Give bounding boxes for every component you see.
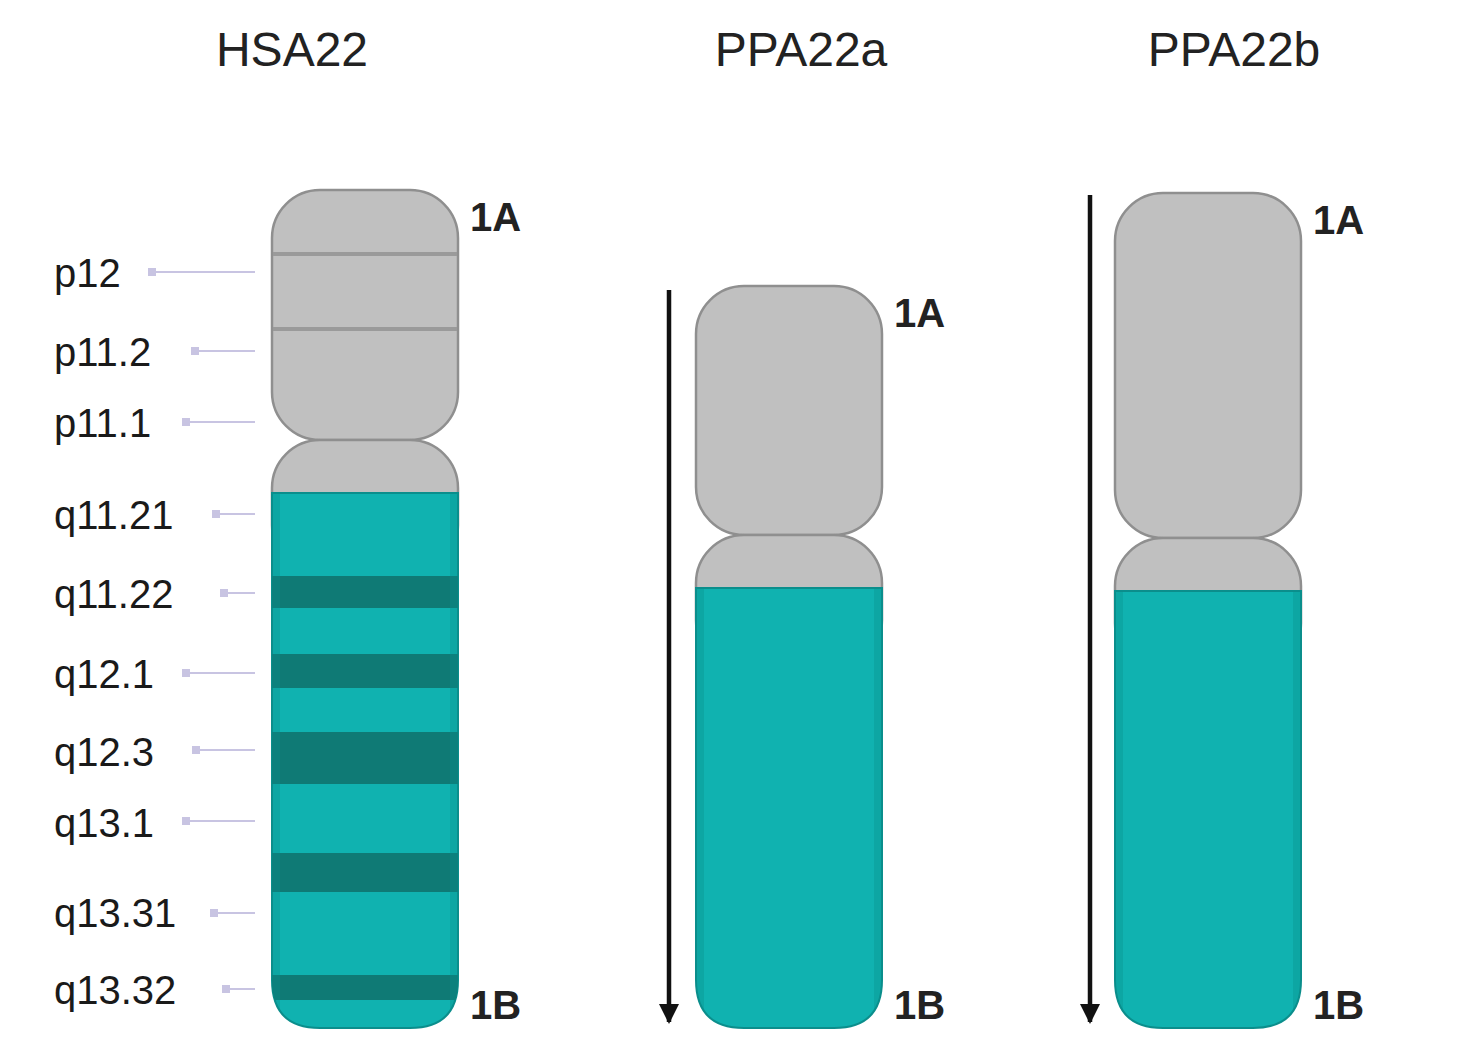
p-arm (1115, 193, 1301, 538)
chromosome-shape (676, 0, 902, 1063)
dark-band (272, 576, 458, 608)
leader-line (186, 672, 255, 674)
leader-lines (148, 268, 255, 993)
chromosome-title: PPA22b (1148, 26, 1321, 74)
chromosome: PPA22b1A1B (1095, 0, 1321, 1063)
band-label: q13.1 (54, 803, 154, 843)
leader-line (214, 912, 255, 914)
leader-line (186, 421, 255, 423)
chromosome: HSA221A1B (252, 0, 478, 1063)
arm-end-label: 1B (1313, 985, 1364, 1025)
leader-line (216, 513, 255, 515)
band-boundary (273, 327, 457, 331)
band-boundary (273, 252, 457, 256)
leader-line (196, 749, 255, 751)
leader-marker (220, 589, 228, 597)
shading (1115, 591, 1123, 1028)
band-label: q13.32 (54, 970, 176, 1010)
q-arm (272, 493, 458, 1028)
band-label: q13.31 (54, 893, 176, 933)
shading (1293, 591, 1301, 1028)
dark-band (272, 975, 458, 1000)
p-arm (696, 286, 882, 535)
chromosome-title: HSA22 (216, 26, 368, 74)
leader-marker (182, 817, 190, 825)
orientation-arrow (1088, 195, 1093, 1022)
leader-marker (212, 510, 220, 518)
leader-marker (182, 418, 190, 426)
band-label: q11.21 (54, 495, 173, 535)
leader-marker (222, 985, 230, 993)
dark-band (272, 732, 458, 784)
leader-marker (192, 746, 200, 754)
leader-marker (182, 669, 190, 677)
chromosome: PPA22a1A1B (676, 0, 902, 1063)
arm-end-label: 1B (470, 985, 521, 1025)
chromosome-shape (1095, 0, 1321, 1063)
arm-end-label: 1A (1313, 200, 1364, 240)
band-label: p11.1 (54, 403, 151, 443)
p-arm (272, 190, 458, 440)
chromosome-title: PPA22a (715, 26, 888, 74)
arm-end-label: 1A (894, 293, 945, 333)
leader-marker (191, 347, 199, 355)
leader-line (226, 988, 255, 990)
band-label: q12.3 (54, 732, 154, 772)
band-label: p12 (54, 253, 121, 293)
band-label: q11.22 (54, 574, 173, 614)
shading (450, 493, 458, 1028)
q-arm (1115, 591, 1301, 1028)
arm-end-label: 1B (894, 985, 945, 1025)
shading (696, 588, 704, 1028)
q-arm (696, 588, 882, 1028)
chromosome-shape (252, 0, 478, 1063)
band-label: q12.1 (54, 654, 154, 694)
band-label: p11.2 (54, 332, 151, 372)
dark-band (272, 654, 458, 688)
leader-line (224, 592, 255, 594)
leader-marker (210, 909, 218, 917)
dark-band (272, 853, 458, 892)
orientation-arrow (667, 290, 672, 1022)
leader-line (195, 350, 255, 352)
leader-line (186, 820, 255, 822)
arm-end-label: 1A (470, 197, 521, 237)
leader-marker (148, 268, 156, 276)
shading (874, 588, 882, 1028)
leader-line (152, 271, 255, 273)
shading (272, 493, 280, 1028)
